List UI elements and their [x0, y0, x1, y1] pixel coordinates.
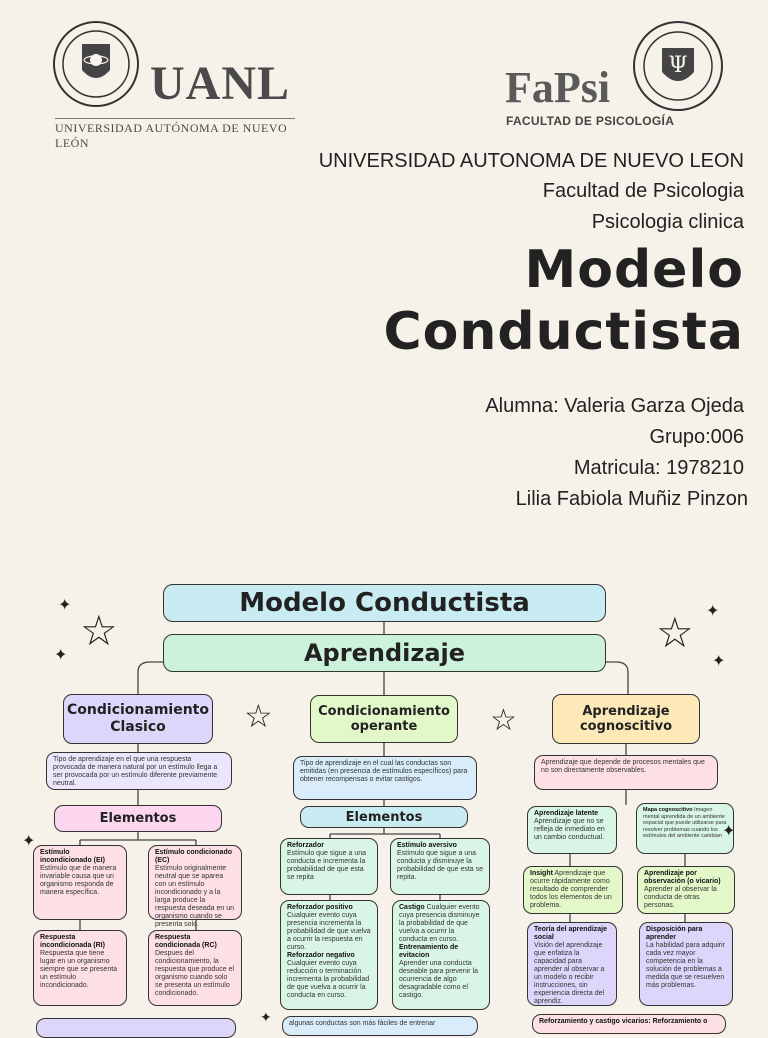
- clasico-heading: Condicionamiento Clasico: [67, 702, 209, 735]
- faculty-name: Facultad de Psicologia: [542, 180, 744, 202]
- aprendizaje-latente-title: Aprendizaje latente: [534, 810, 599, 817]
- entrenamiento-title: Entrenamiento de evitacion: [399, 944, 459, 959]
- clasico-elementos-box: Elementos: [54, 805, 222, 832]
- mapa-cognoscitivo-text: Imagen mental aprendida de un ambiente e…: [643, 807, 727, 839]
- operante-heading-box: Condicionamiento operante: [310, 695, 458, 743]
- operante-bottom-box: algunas conductas son más fáciles de ent…: [282, 1016, 478, 1036]
- reforzador-title: Reforzador: [287, 842, 324, 849]
- cognoscitivo-bottom-box: Reforzamiento y castigo vicarios: Reforz…: [532, 1014, 726, 1034]
- star-icon: ✦: [22, 833, 36, 850]
- aprendizaje-observacion-text: Aprender al observar la conducta de otra…: [644, 886, 717, 909]
- estimulo-aversivo-title: Estímulo aversivo: [397, 842, 457, 849]
- ec-text: Estímulo originalmente neutral que se ap…: [155, 865, 235, 928]
- cognoscitivo-heading-box: Aprendizaje cognoscitivo: [552, 694, 700, 744]
- star-icon: ✦: [260, 1009, 272, 1025]
- group-number: Grupo:006: [649, 426, 744, 448]
- ei-text: Estímulo que de manera invariable causa …: [40, 865, 117, 896]
- ec-title: Estímulo condicionado (EC): [155, 849, 233, 864]
- reforzador-positivo-text: Cualquier evento cuya presencia incremen…: [287, 912, 371, 951]
- star-icon: ✦: [712, 653, 726, 670]
- reforzador-positivo-title: Reforzador positivo: [287, 904, 353, 911]
- disposicion-aprender-text: La habilidad para adquirir cada vez mayo…: [646, 942, 725, 989]
- disposicion-aprender-title: Disposición para aprender: [646, 926, 703, 941]
- aprendizaje-latente-text: Aprendizaje que no se refleja de inmedia…: [534, 818, 605, 841]
- castigo-text: Cualquier evento cuya presencia disminuy…: [399, 904, 480, 943]
- uanl-logo-subtitle: UNIVERSIDAD AUTÓNOMA DE NUEVO LEÓN: [55, 118, 295, 151]
- clasico-bottom-box: [36, 1018, 236, 1038]
- entrenamiento-text: Aprender una conducta deseable para prev…: [399, 960, 478, 999]
- aprendizaje-box: Aprendizaje: [163, 634, 606, 672]
- operante-definition: Tipo de aprendizaje en el cual las condu…: [293, 756, 477, 800]
- disposicion-aprender-card: Disposición para aprender La habilidad p…: [639, 922, 733, 1006]
- cognoscitivo-heading: Aprendizaje cognoscitivo: [579, 704, 673, 734]
- ei-title: Estímulo incondicionado (EI): [40, 849, 105, 864]
- castigo-card: Castigo Cualquier evento cuya presencia …: [392, 900, 490, 1010]
- svg-text:Ψ: Ψ: [668, 53, 687, 78]
- ei-card: Estímulo incondicionado (EI) Estímulo qu…: [33, 845, 127, 920]
- fapsi-logo-subtitle: FACULTAD DE PSICOLOGÍA: [506, 114, 675, 128]
- student-id: Matricula: 1978210: [573, 457, 744, 479]
- ec-card: Estímulo condicionado (EC) Estímulo orig…: [148, 845, 242, 928]
- operante-elementos-label: Elementos: [345, 809, 423, 825]
- area-name: Psicologia clinica: [591, 211, 744, 233]
- document-title-line2: Conductista: [383, 302, 744, 362]
- uanl-seal-logo: [53, 21, 139, 107]
- star-icon: ☆: [244, 698, 273, 734]
- star-icon: ☆: [80, 607, 118, 654]
- clasico-heading-box: Condicionamiento Clasico: [63, 694, 213, 744]
- star-icon: ✦: [54, 647, 68, 664]
- clasico-definition: Tipo de aprendizaje en el que una respue…: [46, 752, 232, 790]
- estimulo-aversivo-text: Estímulo que sigue a una conducta y dism…: [397, 850, 484, 881]
- aprendizaje-observacion-card: Aprendizaje por observación (o vicario) …: [637, 866, 735, 914]
- teoria-aprendizaje-social-card: Teoría del aprendizaje social Visión del…: [527, 922, 617, 1006]
- operante-elementos-box: Elementos: [300, 806, 468, 828]
- aprendizaje-latente-card: Aprendizaje latente Aprendizaje que no s…: [527, 806, 617, 854]
- mapa-cognoscitivo-card: Mapa cognoscitivo Imagen mental aprendid…: [636, 803, 734, 854]
- reforzador-text: Estímulo que sigue a una conducta e incr…: [287, 850, 366, 881]
- rc-title: Respuesta condicionada (RC): [155, 934, 217, 949]
- rc-text: Despues del condicionamiento, la respues…: [155, 950, 234, 997]
- castigo-title: Castigo: [399, 904, 425, 911]
- uanl-logo-text: UANL: [150, 57, 291, 110]
- clasico-elementos-label: Elementos: [99, 811, 177, 826]
- mapa-cognoscitivo-title: Mapa cognoscitivo: [643, 807, 693, 813]
- teoria-aprendizaje-social-text: Visión del aprendizaje que enfatiza la c…: [534, 942, 605, 1005]
- document-title-line1: Modelo: [524, 240, 744, 300]
- star-icon: ✦: [706, 603, 720, 620]
- map-title-box: Modelo Conductista: [163, 584, 606, 622]
- operante-heading: Condicionamiento operante: [318, 704, 450, 734]
- ri-text: Respuesta que tiene lugar en un organism…: [40, 950, 118, 989]
- aprendizaje-label: Aprendizaje: [303, 639, 466, 667]
- fapsi-logo-text: FaPsi: [505, 63, 611, 112]
- insight-title: Insight: [530, 870, 553, 877]
- star-icon: ☆: [490, 704, 517, 737]
- reforzador-negativo-text: Cualquier evento cuya reducción o termin…: [287, 960, 370, 999]
- star-icon: ✦: [58, 597, 72, 614]
- star-icon: ✦: [722, 823, 736, 840]
- university-name: UNIVERSIDAD AUTONOMA DE NUEVO LEON: [318, 150, 744, 172]
- ri-title: Respuesta incondicionada (RI): [40, 934, 105, 949]
- teacher-name: Lilia Fabiola Muñiz Pinzon: [515, 488, 748, 510]
- teoria-aprendizaje-social-title: Teoría del aprendizaje social: [534, 926, 608, 941]
- insight-text: Aprendizaje que ocurre rápidamente como …: [530, 870, 612, 909]
- cognoscitivo-definition: Aprendizaje que depende de procesos ment…: [534, 755, 718, 790]
- aprendizaje-observacion-title: Aprendizaje por observación (o vicario): [644, 870, 721, 885]
- rc-card: Respuesta condicionada (RC) Despues del …: [148, 930, 242, 1006]
- estimulo-aversivo-card: Estímulo aversivo Estímulo que sigue a u…: [390, 838, 490, 895]
- fapsi-seal-logo: Ψ: [633, 21, 723, 111]
- student-name: Alumna: Valeria Garza Ojeda: [485, 395, 744, 417]
- reforzador-negativo-title: Reforzador negativo: [287, 952, 355, 959]
- insight-card: Insight Aprendizaje que ocurre rápidamen…: [523, 866, 623, 914]
- reforzador-card: Reforzador Estímulo que sigue a una cond…: [280, 838, 378, 895]
- star-icon: ☆: [656, 609, 694, 656]
- cognoscitivo-bottom-text: Reforzamiento y castigo vicarios: Reforz…: [539, 1018, 708, 1025]
- reforzador-tipos-card: Reforzador positivo Cualquier evento cuy…: [280, 900, 378, 1010]
- ri-card: Respuesta incondicionada (RI) Respuesta …: [33, 930, 127, 1006]
- map-title: Modelo Conductista: [239, 588, 530, 618]
